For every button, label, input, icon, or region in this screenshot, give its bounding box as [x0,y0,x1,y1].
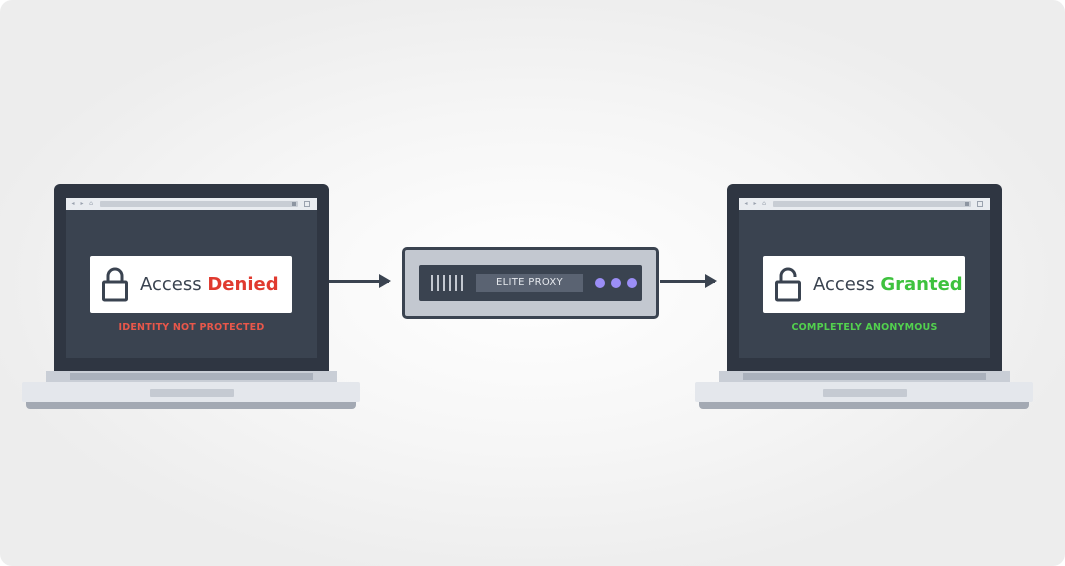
identity-caption: IDENTITY NOT PROTECTED [118,322,265,333]
lock-open-icon [775,267,801,302]
status-prefix: Access [813,274,875,295]
reload-icon [965,202,969,206]
proxy-panel: ELITE PROXY [419,265,642,301]
laptop-screen: ◂ ▸ ⌂ Access Granted [739,198,990,358]
access-granted-card: Access Granted [763,256,965,313]
vent-slot [431,275,433,291]
menu-icon [304,201,310,207]
access-denied-card: Access Denied [90,256,292,313]
reload-icon [292,202,296,206]
anonymous-caption: COMPLETELY ANONYMOUS [791,322,938,333]
status-led [627,278,637,288]
url-field [773,201,971,207]
status-led [595,278,605,288]
trackpad [150,389,234,397]
arrow-right-icon [329,274,391,288]
proxy-label: ELITE PROXY [476,274,583,292]
lock-closed-icon [102,267,128,302]
vent-slot [449,275,451,291]
keyboard [743,373,986,380]
status-led [611,278,621,288]
browser-bar: ◂ ▸ ⌂ [739,198,990,210]
back-icon: ◂ [71,200,75,207]
status-text: Access Granted [813,256,963,313]
back-icon: ◂ [744,200,748,207]
vent-slot [455,275,457,291]
forward-icon: ▸ [80,200,84,207]
laptop-lid: ◂ ▸ ⌂ Access Denied [54,184,329,371]
laptop-screen: ◂ ▸ ⌂ Access Denied [66,198,317,358]
trackpad [823,389,907,397]
status-word-denied: Denied [207,274,279,295]
forward-icon: ▸ [753,200,757,207]
laptop-base-shadow [26,402,356,409]
browser-bar: ◂ ▸ ⌂ [66,198,317,210]
laptop-lid: ◂ ▸ ⌂ Access Granted [727,184,1002,371]
vent-slot [443,275,445,291]
url-field [100,201,298,207]
vent-slot [461,275,463,291]
home-icon: ⌂ [762,200,766,207]
keyboard [70,373,313,380]
vent-slot [437,275,439,291]
menu-icon [977,201,983,207]
home-icon: ⌂ [89,200,93,207]
laptop-base-shadow [699,402,1029,409]
status-word-granted: Granted [880,274,963,295]
proxy-device: ELITE PROXY [402,247,659,319]
arrow-right-icon [660,274,717,288]
status-prefix: Access [140,274,202,295]
status-text: Access Denied [140,256,279,313]
